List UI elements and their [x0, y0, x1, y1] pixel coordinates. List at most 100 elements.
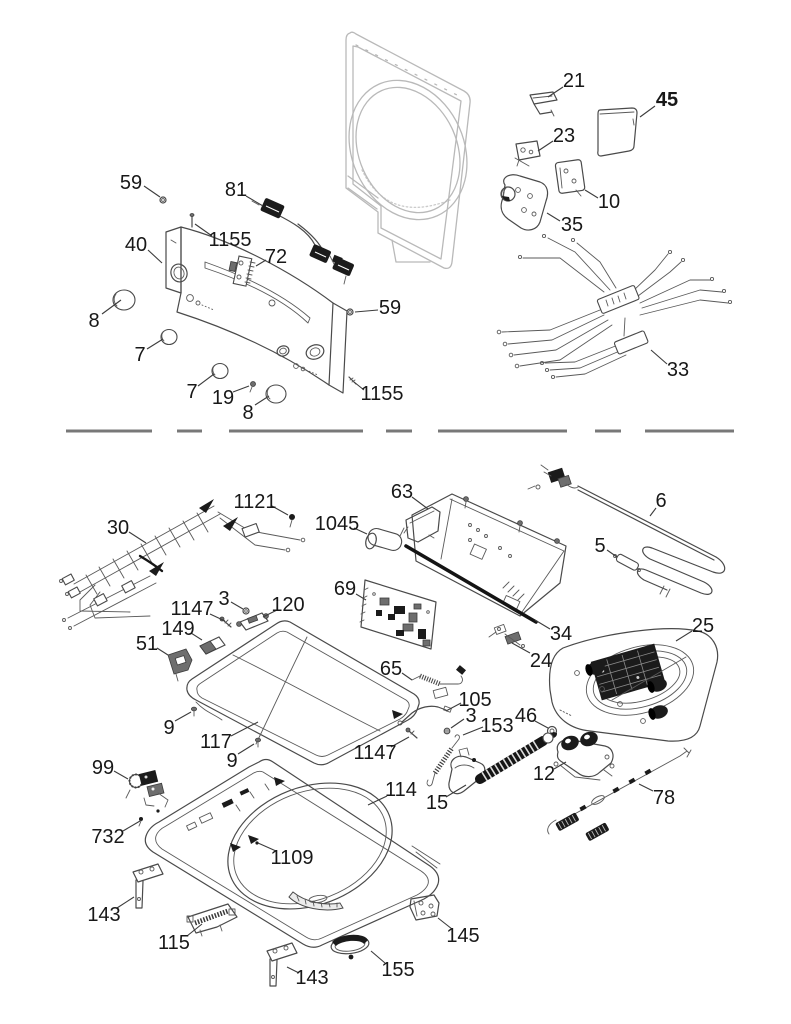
leader-line — [194, 223, 213, 237]
strike-120 — [236, 612, 269, 631]
switch-23 — [514, 140, 541, 167]
part-number-label: 1147 — [353, 742, 396, 764]
callout-8-10: 8 — [242, 395, 270, 424]
callout-1109-48: 1109 — [257, 842, 314, 869]
hinge-143-right — [266, 942, 298, 987]
knob-7-left — [160, 328, 178, 346]
clip-51 — [167, 648, 193, 682]
part-number-label: 72 — [265, 246, 287, 268]
part-number-label: 19 — [212, 387, 234, 409]
leader-line — [116, 896, 135, 909]
leader-line — [650, 349, 668, 365]
part-number-label: 143 — [295, 967, 328, 989]
part-number-label: 732 — [91, 826, 124, 848]
leader-line — [534, 619, 551, 630]
callout-46-36: 46 — [515, 705, 549, 729]
part-number-label: 1045 — [315, 513, 360, 535]
leader-line — [553, 761, 567, 770]
part-number-label: 114 — [385, 779, 417, 801]
callout-63-20: 63 — [391, 481, 429, 510]
screw-1147-right — [405, 727, 418, 739]
part-number-label: 9 — [226, 750, 237, 772]
screw-9-left — [190, 706, 197, 717]
rod-34 — [404, 544, 538, 624]
top-panel-114 — [144, 758, 441, 948]
callout-732-47: 732 — [91, 820, 141, 848]
callout-25-27: 25 — [675, 615, 714, 642]
leader-line — [190, 632, 203, 641]
callout-8-5: 8 — [88, 299, 122, 332]
part-number-label: 6 — [655, 490, 666, 512]
leader-line — [230, 721, 259, 737]
leader-line — [534, 720, 549, 729]
part-number-label: 105 — [458, 689, 491, 711]
callout-155-52: 155 — [370, 950, 415, 981]
part-number-label: 12 — [533, 763, 555, 785]
lid-117 — [186, 620, 420, 766]
part-number-label: 9 — [163, 717, 174, 739]
leader-line — [353, 381, 365, 391]
callout-1045-22: 1045 — [315, 513, 368, 535]
part-number-label: 69 — [334, 578, 356, 600]
part-number-label: 45 — [656, 89, 678, 111]
leader-line — [584, 189, 599, 199]
leader-line — [156, 647, 169, 656]
callout-35-16: 35 — [546, 212, 583, 236]
callout-114-42: 114 — [367, 779, 417, 806]
callout-99-46: 99 — [92, 757, 129, 780]
console-assembly-25 — [548, 628, 719, 742]
part-number-label: 21 — [563, 70, 585, 92]
leader-line — [113, 770, 129, 780]
callout-23-14: 23 — [537, 125, 575, 152]
part-number-label: 7 — [134, 344, 145, 366]
callout-1147-41: 1147 — [353, 736, 410, 764]
leader-line — [547, 86, 564, 98]
part-number-label: 34 — [550, 623, 572, 645]
leader-line — [255, 259, 267, 267]
callout-78-45: 78 — [638, 783, 675, 809]
part-number-label: 145 — [446, 925, 479, 947]
part-number-label: 51 — [136, 633, 158, 655]
plate-35 — [500, 174, 549, 231]
slide-149 — [199, 636, 226, 655]
leader-line — [232, 385, 250, 393]
part-number-label: 65 — [380, 658, 402, 680]
part-number-label: 81 — [225, 179, 247, 201]
part-number-label: 33 — [667, 359, 689, 381]
callout-145-53: 145 — [437, 917, 480, 947]
knob-8-left — [112, 289, 136, 311]
knob-8-right — [265, 384, 287, 404]
wire-harness-33 — [496, 233, 733, 380]
screw-1155-top — [189, 213, 195, 228]
callout-105-34: 105 — [445, 689, 492, 712]
callout-72-4: 72 — [255, 246, 287, 268]
leader-line — [262, 609, 278, 618]
leader-line — [445, 784, 467, 798]
leader-line — [147, 249, 163, 264]
part-number-label: 40 — [125, 234, 147, 256]
console-box-63 — [405, 493, 567, 617]
latch-spring-65 — [411, 665, 466, 699]
part-number-label: 120 — [271, 594, 304, 616]
part-number-label: 1147 — [170, 598, 213, 620]
leader-line — [450, 718, 465, 729]
part-number-label: 155 — [381, 959, 414, 981]
fuse-5 — [613, 553, 641, 572]
leader-line — [254, 395, 270, 406]
part-number-label: 46 — [515, 705, 537, 727]
bracket-145 — [409, 894, 440, 921]
part-number-label: 115 — [158, 932, 190, 954]
part-number-label: 153 — [480, 715, 513, 737]
screw-19 — [249, 381, 256, 393]
leader-line — [245, 195, 264, 207]
leader-line — [639, 105, 656, 118]
callout-30-18: 30 — [107, 517, 147, 544]
callout-120-30: 120 — [262, 594, 305, 618]
part-number-label: 63 — [391, 481, 413, 503]
leader-line — [186, 923, 203, 937]
callout-6-21: 6 — [649, 490, 667, 517]
nut-3-right — [443, 727, 451, 735]
callout-1155-11: 1155 — [353, 381, 404, 405]
part-number-label: 1155 — [208, 229, 251, 251]
